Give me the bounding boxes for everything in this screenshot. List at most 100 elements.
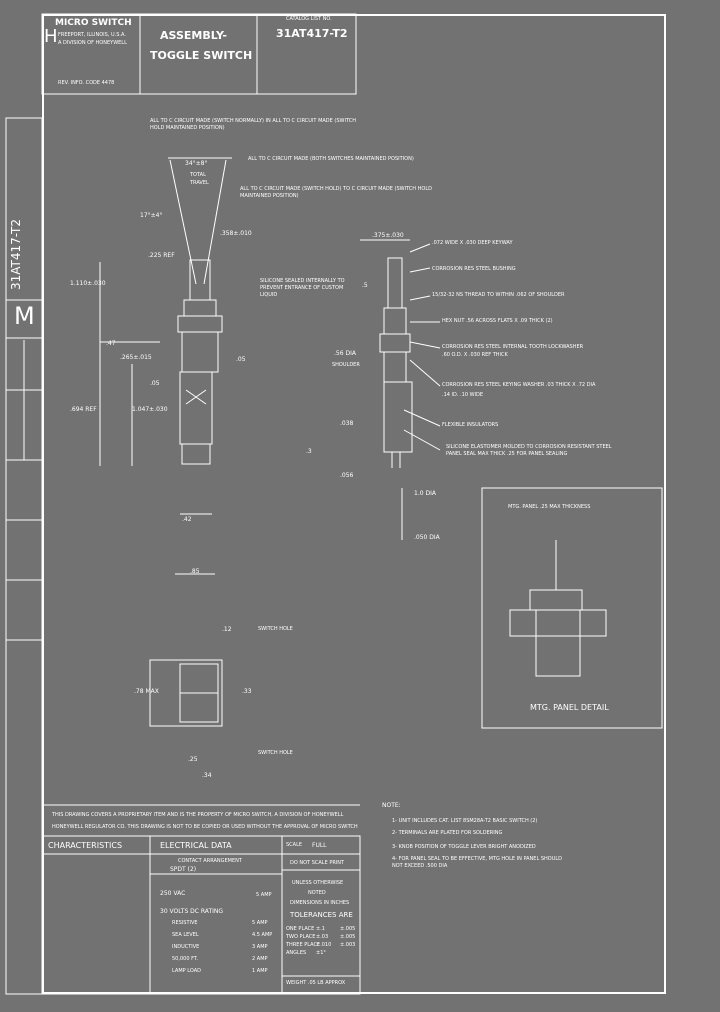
note-hexnut: HEX NUT .56 ACROSS FLATS X .09 THICK (2) (442, 318, 553, 324)
tol-row-label: THREE PLACE (286, 942, 321, 948)
rating-row-label: INDUCTIVE (172, 944, 200, 950)
dim-694: .694 REF (70, 406, 97, 413)
dim-038: .038 (340, 420, 354, 427)
tol-row-value: ±.1 (316, 926, 325, 932)
brand-address-2: A DIVISION OF HONEYWELL (58, 40, 127, 46)
electrical-header: ELECTRICAL DATA (160, 841, 232, 850)
weight-label: WEIGHT .05 LB APPROX (286, 980, 346, 986)
rating-row-label: RESISTIVE (172, 920, 198, 926)
dim-42: .42 (182, 516, 192, 523)
brand-logo-icon: H (44, 26, 58, 47)
brand-address-1: FREEPORT, ILLINOIS, U.S.A. (58, 32, 126, 38)
tol-row-value2: ±.003 (340, 942, 356, 948)
panel-detail-caption: MTG. PANEL DETAIL (530, 703, 609, 712)
contact-arrangement-label: CONTACT ARRANGEMENT (178, 858, 242, 864)
dim-56: .56 DIA (334, 350, 356, 357)
tol-row-value: ±.010 (316, 942, 332, 948)
switch-hole-top: SWITCH HOLE (258, 626, 293, 632)
notes-heading: NOTE: (382, 802, 401, 809)
dim-05a: .05 (236, 356, 246, 363)
tol-row-label: ANGLES (286, 950, 307, 956)
brand-name: MICRO SWITCH (55, 18, 132, 28)
tol-row-label: TWO PLACE (286, 934, 316, 940)
dim-34: .34 (202, 772, 212, 779)
switch-hole-bottom: SWITCH HOLE (258, 750, 293, 756)
note-3: 3- KNOB POSITION OF TOGGLE LEVER BRIGHT … (392, 844, 536, 850)
angle-label: 34°±8° (185, 160, 208, 167)
title-line-1: ASSEMBLY- (160, 29, 227, 42)
noted: NOTED (308, 890, 326, 896)
vdc-label: 30 VOLTS DC RATING (160, 908, 224, 915)
note-keyway: .072 WIDE X .030 DEEP KEYWAY (432, 240, 513, 246)
dim-47: .47 (106, 340, 116, 347)
dim-25: .25 (188, 756, 198, 763)
contact-value: SPDT (2) (170, 866, 197, 873)
dim-056: .056 (340, 472, 354, 479)
dim-050: .050 DIA (414, 534, 440, 541)
rating-row-label: SEA LEVEL (172, 932, 199, 938)
rating-row-value: 5 AMP (252, 920, 268, 926)
proprietary-line-2: HONEYWELL REGULATOR CO. THIS DRAWING IS … (52, 824, 358, 830)
dim-1110: 1.110±.030 (70, 280, 106, 287)
total-travel-1: TOTAL (190, 172, 206, 178)
dim-1047: 1.047±.030 (132, 406, 168, 413)
catalog-number: 31AT417-T2 (276, 27, 348, 40)
note-bushing: CORROSION RES STEEL BUSHING (432, 266, 516, 272)
dim-358: .358±.010 (220, 230, 252, 237)
proprietary-line-1: THIS DRAWING COVERS A PROPRIETARY ITEM A… (52, 812, 344, 818)
dim-225: .225 REF (148, 252, 175, 259)
rating-row-value: 4.5 AMP (252, 932, 273, 938)
dim-05b: .05 (150, 380, 160, 387)
dim-375: .375±.030 (372, 232, 404, 239)
angle2-label: 17°±4° (140, 212, 163, 219)
rating-row-label: LAMP LOAD (172, 968, 201, 974)
side-catalog-number: 31AT417-T2 (9, 219, 23, 290)
scale-label: SCALE (286, 842, 303, 848)
seal-note: SILICONE SEALED INTERNALLY TO PREVENT EN… (260, 278, 345, 298)
scale-value: FULL (312, 842, 327, 849)
total-travel-2: TRAVEL (190, 180, 209, 186)
dim-5: .5 (362, 282, 368, 289)
catalog-label: CATALOG LIST NO. (286, 16, 332, 22)
note-1: 1- UNIT INCLUDES CAT. LIST 8SM28A-T2 BAS… (392, 818, 538, 824)
side-logo: M (14, 302, 35, 330)
note-elastomer: SILICONE ELASTOMER MOLDED TO CORROSION R… (446, 444, 612, 457)
dimensions-in: DIMENSIONS IN INCHES (290, 900, 350, 906)
dim-12: .12 (222, 626, 232, 633)
panel-label: MTG. PANEL .25 MAX THICKNESS (508, 504, 591, 510)
toggle-position-3: ALL TO C CIRCUIT MADE (SWITCH HOLD) TO C… (240, 186, 432, 199)
dim-10: 1.0 DIA (414, 490, 436, 497)
title-line-2: TOGGLE SWITCH (150, 49, 253, 62)
rating-row-value: 3 AMP (252, 944, 268, 950)
characteristics-header: CHARACTERISTICS (48, 841, 123, 850)
unless-otherwise: UNLESS OTHERWISE (292, 880, 344, 886)
vac-label: 250 VAC (160, 890, 186, 897)
toggle-position-2: ALL TO C CIRCUIT MADE (BOTH SWITCHES MAI… (248, 156, 414, 162)
tol-row-value: ±.03 (316, 934, 329, 940)
note-4: 4- FOR PANEL SEAL TO BE EFFECTIVE, MTG H… (392, 856, 562, 869)
rating-row-value: 1 AMP (252, 968, 268, 974)
note-2: 2- TERMINALS ARE PLATED FOR SOLDERING (392, 830, 503, 836)
dim-78: .78 MAX (134, 688, 159, 695)
tol-row-label: ONE PLACE (286, 926, 315, 932)
rating-row-value: 2 AMP (252, 956, 268, 962)
tol-row-value2: ±.005 (340, 926, 356, 932)
dim-265: .265±.015 (120, 354, 152, 361)
vac-amp: 5 AMP (256, 892, 272, 898)
tolerances-label: TOLERANCES ARE (290, 911, 353, 919)
drawing-frame (42, 14, 666, 994)
dim-85: .85 (190, 568, 200, 575)
note-insulators: FLEXIBLE INSULATORS (442, 422, 499, 428)
dim-3: .3 (306, 448, 312, 455)
brand-code: REV. INFO. CODE 4478 (58, 80, 115, 86)
shoulder-label: SHOULDER (332, 362, 360, 368)
toggle-position-1: ALL TO C CIRCUIT MADE (SWITCH NORMALLY) … (150, 118, 356, 131)
note-thread: 15/32-32 NS THREAD TO WITHIN .062 OF SHO… (432, 292, 565, 298)
do-not-scale: DO NOT SCALE PRINT (290, 860, 345, 866)
note-keyingwasher-2: .14 ID. .10 WIDE (442, 392, 484, 398)
dim-33: .33 (242, 688, 252, 695)
note-lockwasher-2: .60 O.D. X .030 REF THICK (442, 352, 508, 358)
tol-row-value2: ±.005 (340, 934, 356, 940)
note-lockwasher: CORROSION RES STEEL INTERNAL TOOTH LOCKW… (442, 344, 584, 350)
